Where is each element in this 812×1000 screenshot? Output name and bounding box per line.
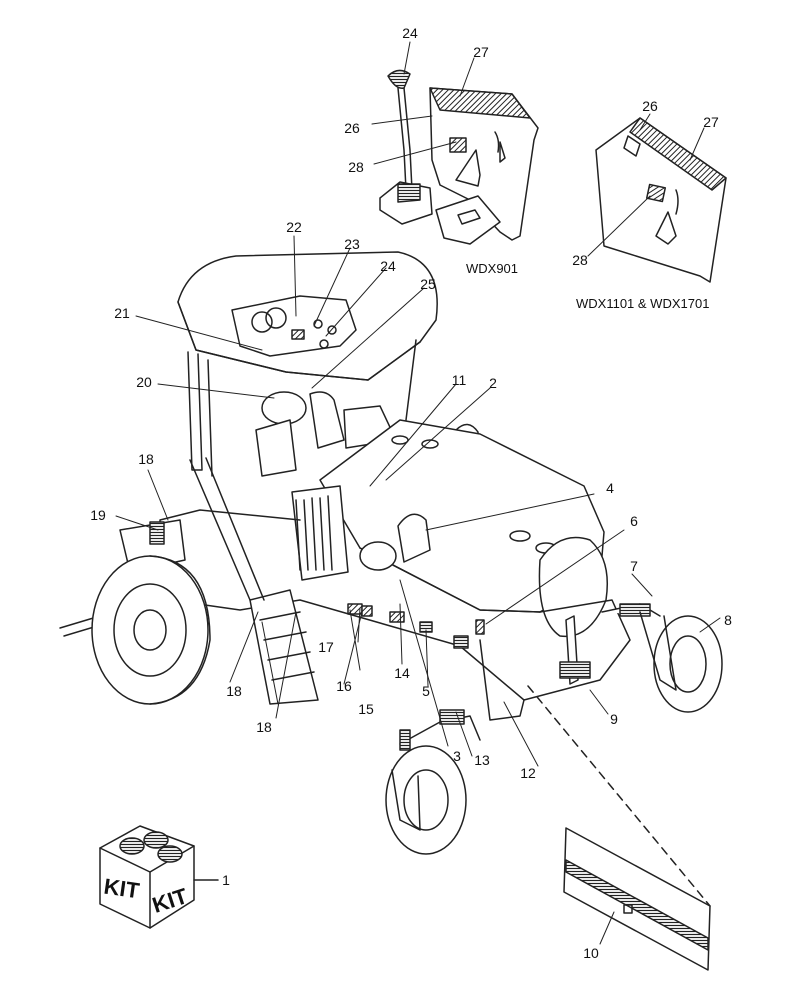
callout-24-inset: 24 [402, 25, 418, 41]
callout-13: 13 [474, 752, 490, 768]
callout-10: 10 [583, 945, 599, 961]
inset-wdx1101-wdx1701 [595, 117, 727, 283]
callout-27-right: 27 [703, 114, 719, 130]
callout-5: 5 [422, 683, 430, 699]
callout-28-right: 28 [572, 252, 588, 268]
callout-24-main: 24 [380, 258, 396, 274]
callout-27-left: 27 [473, 44, 489, 60]
leader-lines [115, 41, 721, 945]
caption-wdx901: WDX901 [466, 261, 519, 276]
callout-3: 3 [453, 748, 461, 764]
callout-21: 21 [114, 305, 130, 321]
callout-18-middle: 18 [226, 683, 242, 699]
callout-12: 12 [520, 765, 536, 781]
windrower-machine [59, 251, 723, 855]
callout-22: 22 [286, 219, 302, 235]
panel-10 [527, 685, 711, 971]
callout-15: 15 [358, 701, 374, 717]
kit-box [99, 825, 219, 929]
callout-1: 1 [222, 872, 230, 888]
callout-14: 14 [394, 665, 410, 681]
callout-23: 23 [344, 236, 360, 252]
callout-19: 19 [90, 507, 106, 523]
callout-7: 7 [630, 558, 638, 574]
callout-16: 16 [336, 678, 352, 694]
callout-2: 2 [489, 375, 497, 391]
callout-9: 9 [610, 711, 618, 727]
kit-word-left: KIT [102, 874, 141, 904]
callout-20: 20 [136, 374, 152, 390]
callout-26-right: 26 [642, 98, 658, 114]
callout-26-left: 26 [344, 120, 360, 136]
callout-6: 6 [630, 513, 638, 529]
callout-18-upper: 18 [138, 451, 154, 467]
callout-17: 17 [318, 639, 334, 655]
caption-wdx1101-wdx1701: WDX1101 & WDX1701 [576, 296, 710, 311]
callout-4: 4 [606, 480, 614, 496]
callout-11: 11 [451, 372, 467, 388]
callout-28-left: 28 [348, 159, 364, 175]
callout-18-lower: 18 [256, 719, 272, 735]
callout-8: 8 [724, 612, 732, 628]
inset-wdx901 [379, 69, 539, 245]
callout-25: 25 [420, 276, 436, 292]
